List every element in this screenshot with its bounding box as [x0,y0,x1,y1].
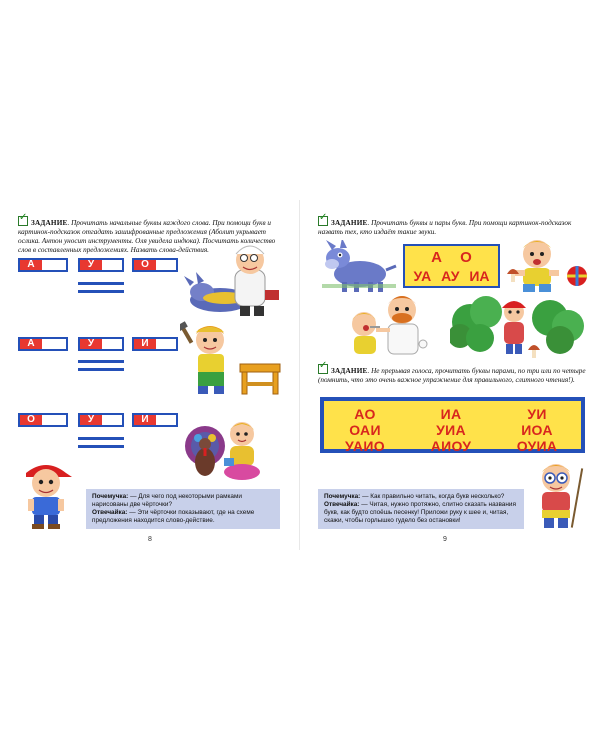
right-task-1-text: ЗАДАНИЕ. Прочитать буквы и пары букв. Пр… [318,213,586,237]
letter-frame: О [18,413,68,427]
doctor-and-child-illustration [352,296,428,355]
action-word-dash [78,360,124,363]
turkey-illustration [185,422,260,480]
left-dialog-bubble: Почемучка: — Для чего под некоторыми рам… [86,489,280,529]
checkbox-icon [318,213,328,226]
bush-illustration [450,296,584,358]
letter-frame: А [18,258,68,272]
letter-frame: О [132,258,178,272]
letter-frame: У [78,258,124,272]
ball-illustration [567,266,587,286]
boy-glasses-illustration [542,464,584,528]
boy-hammer-illustration [180,321,281,395]
letter-frame: А [18,337,68,351]
action-word-dash [78,437,124,440]
baby-illustration [507,240,587,292]
page-number: 9 [443,536,447,543]
book-spine [299,200,300,550]
letter-frame: У [78,337,124,351]
boy-cap-illustration [26,465,72,529]
action-word-dash [78,368,124,371]
vowel-card-2: АО ИА УИ ОАИ УИА ИОА УАИО АИОУ ОУИА [320,397,585,453]
letter-frame: У [78,413,124,427]
right-page: ЗАДАНИЕ. Прочитать буквы и пары букв. Пр… [300,0,600,750]
checkbox-icon [318,361,328,374]
left-page: ЗАДАНИЕ. Прочитать начальные буквы каждо… [0,0,300,750]
mushroom-illustration [507,269,519,282]
right-dialog-bubble: Почемучка: — Как правильно читать, когда… [318,489,524,529]
action-word-dash [78,445,124,448]
doctor-illustration [184,245,279,316]
vowel-card-1: А О УА АУ ИА [403,244,500,288]
donkey-illustration [322,240,397,292]
action-word-dash [78,282,124,285]
letter-frame: И [132,413,178,427]
right-task-2-text: ЗАДАНИЕ. Не прерывая голоса, прочитать б… [318,361,586,385]
left-task-text: ЗАДАНИЕ. Прочитать начальные буквы каждо… [18,213,288,255]
page-number: 8 [148,536,152,543]
letter-frame: И [132,337,178,351]
action-word-dash [78,290,124,293]
checkbox-icon [18,213,28,226]
